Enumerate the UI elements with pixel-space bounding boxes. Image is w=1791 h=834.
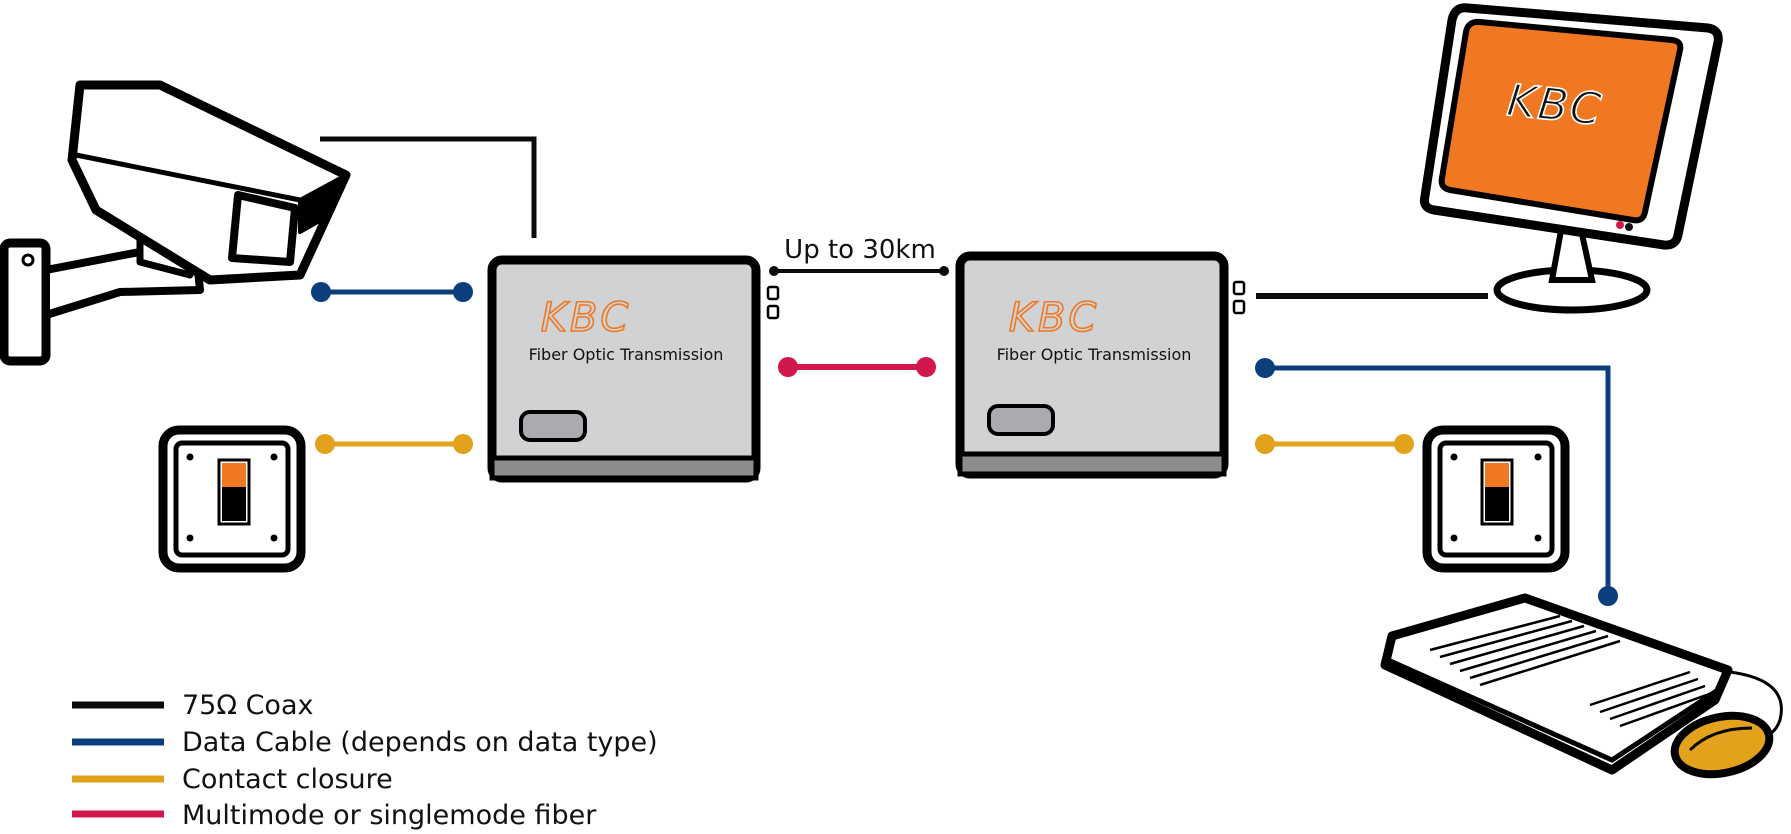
mouse-icon bbox=[1670, 711, 1774, 779]
legend-label-data: Data Cable (depends on data type) bbox=[182, 727, 658, 758]
toggle-switch-icon bbox=[1422, 425, 1570, 573]
contact-endpoint bbox=[1255, 434, 1275, 454]
unit-brand-logo: KBC bbox=[541, 295, 632, 341]
distance-label: Up to 30km bbox=[784, 235, 936, 265]
data-endpoint bbox=[1255, 358, 1275, 378]
legend: 75Ω Coax Data Cable (depends on data typ… bbox=[72, 690, 658, 831]
fiber-endpoint bbox=[916, 357, 936, 377]
link-endpoint bbox=[769, 266, 779, 276]
data-endpoint bbox=[1598, 586, 1618, 606]
link-endpoint bbox=[939, 266, 949, 276]
legend-label-coax: 75Ω Coax bbox=[182, 690, 313, 721]
unit-brand-logo: KBC bbox=[1009, 295, 1100, 341]
keyboard-icon bbox=[1380, 593, 1783, 775]
coax-cable bbox=[320, 136, 537, 238]
monitor-icon bbox=[1419, 3, 1723, 314]
legend-label-fiber: Multimode or singlemode fiber bbox=[182, 800, 597, 831]
receiver-unit bbox=[955, 251, 1246, 479]
unit-label: Fiber Optic Transmission bbox=[997, 345, 1192, 364]
unit-label: Fiber Optic Transmission bbox=[529, 345, 724, 364]
transmitter-unit bbox=[487, 255, 780, 483]
data-endpoint bbox=[311, 282, 331, 302]
legend-label-contact: Contact closure bbox=[182, 764, 393, 795]
contact-endpoint bbox=[315, 434, 335, 454]
data-cable bbox=[1265, 365, 1611, 596]
camera-icon bbox=[0, 80, 351, 366]
contact-endpoint bbox=[453, 434, 473, 454]
fiber-endpoint bbox=[778, 357, 798, 377]
monitor-logo: KBC bbox=[1505, 75, 1606, 136]
data-endpoint bbox=[453, 282, 473, 302]
toggle-switch-icon bbox=[158, 425, 306, 573]
contact-endpoint bbox=[1394, 434, 1414, 454]
